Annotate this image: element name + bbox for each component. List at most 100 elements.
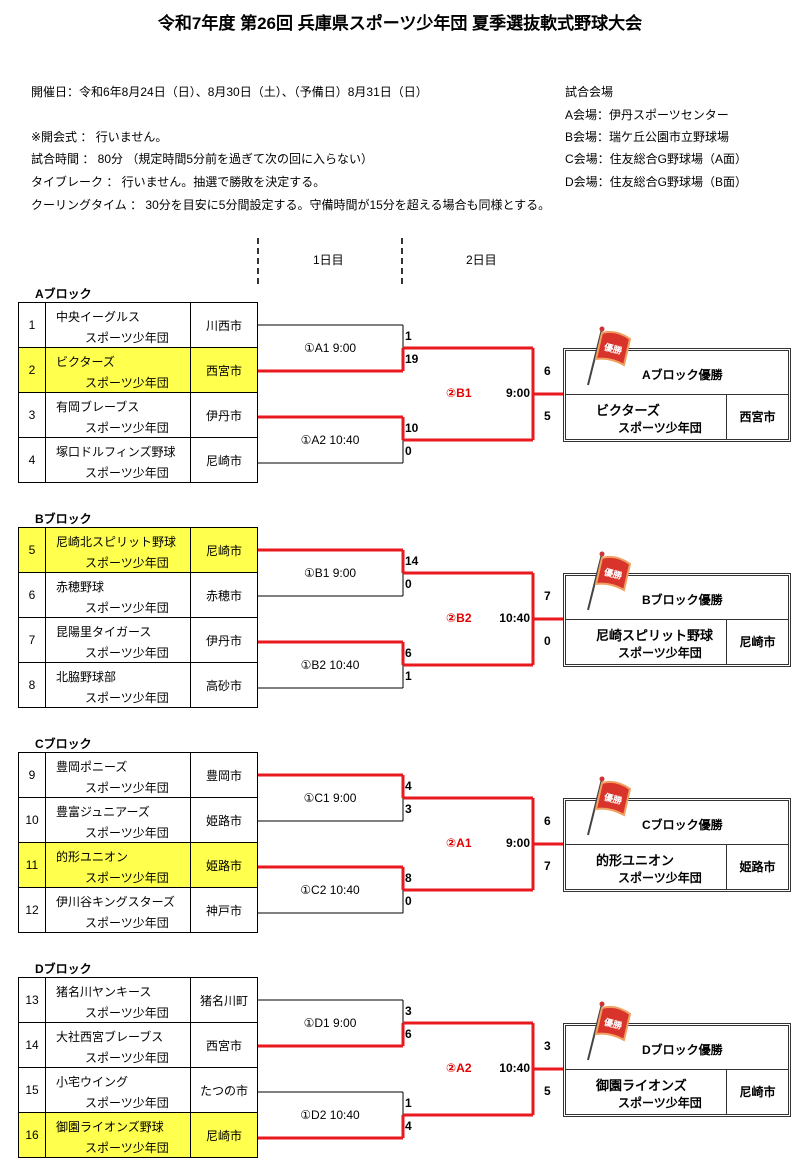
match-score: 1 bbox=[405, 329, 412, 343]
team-row: 6 赤穂野球 スポーツ少年団 赤穂市 bbox=[18, 572, 258, 618]
team-number: 11 bbox=[18, 842, 46, 888]
team-city: 猪名川町 bbox=[190, 977, 258, 1023]
team-suffix: スポーツ少年団 bbox=[85, 466, 169, 480]
champion-name: ビクターズ bbox=[596, 403, 660, 418]
champion-name-cell: 尼崎スピリット野球 スポーツ少年団 bbox=[566, 620, 727, 664]
team-name-cell: 尼崎北スピリット野球 スポーツ少年団 bbox=[45, 527, 191, 573]
team-number: 15 bbox=[18, 1067, 46, 1113]
champion-name: 的形ユニオン bbox=[596, 853, 675, 868]
team-suffix: スポーツ少年団 bbox=[85, 556, 169, 570]
victory-flag-icon: 優勝 bbox=[587, 551, 632, 611]
team-city: 神戸市 bbox=[190, 887, 258, 933]
team-name-cell: 大社西宮ブレーブス スポーツ少年団 bbox=[45, 1022, 191, 1068]
game-time-note: 試合時間 ： 80分 （規定時間5分前を過ぎて次の回に入らない） bbox=[31, 152, 374, 166]
match-label: ①B1 9:00 bbox=[303, 566, 357, 580]
champion-city: 西宮市 bbox=[739, 410, 776, 424]
team-city: 赤穂市 bbox=[190, 572, 258, 618]
team-name: 中央イーグルス bbox=[56, 310, 141, 324]
champion-suffix: スポーツ少年団 bbox=[618, 421, 702, 435]
team-row: 4 塚口ドルフィンズ野球 スポーツ少年団 尼崎市 bbox=[18, 437, 258, 483]
team-name: 有岡ブレーブス bbox=[56, 400, 140, 414]
semi-score: 7 bbox=[544, 589, 551, 603]
victory-flag-icon: 優勝 bbox=[587, 1001, 632, 1061]
match-label: ①D1 9:00 bbox=[303, 1016, 357, 1030]
semi-time: 10:40 bbox=[499, 611, 530, 625]
team-name: 御園ライオンズ野球 bbox=[56, 1120, 164, 1134]
venues-heading: 試合会場 bbox=[565, 85, 614, 99]
semi-code: ②B1 bbox=[446, 386, 472, 400]
champion-name-cell: 御園ライオンズ スポーツ少年団 bbox=[566, 1070, 727, 1114]
champion-city: 尼崎市 bbox=[739, 1085, 776, 1099]
semi-time: 10:40 bbox=[499, 1061, 530, 1075]
match-label: ①D2 10:40 bbox=[300, 1108, 360, 1122]
team-suffix: スポーツ少年団 bbox=[85, 916, 169, 930]
venue-c: C会場：住友総合G野球場（A面） bbox=[565, 152, 748, 166]
semi-score: 6 bbox=[544, 814, 551, 828]
team-name-cell: 猪名川ヤンキース スポーツ少年団 bbox=[45, 977, 191, 1023]
team-name: 北脇野球部 bbox=[56, 670, 117, 684]
semi-score: 5 bbox=[544, 1084, 551, 1098]
bracket-block: Cブロック 9 豊岡ポニーズ スポーツ少年団 豊岡市 10 豊富ジュニアーズ ス… bbox=[0, 735, 800, 950]
champion-suffix: スポーツ少年団 bbox=[618, 646, 702, 660]
team-suffix: スポーツ少年団 bbox=[85, 871, 169, 885]
team-suffix: スポーツ少年団 bbox=[85, 781, 169, 795]
team-suffix: スポーツ少年団 bbox=[85, 1051, 169, 1065]
team-row: 8 北脇野球部 スポーツ少年団 高砂市 bbox=[18, 662, 258, 708]
team-row: 13 猪名川ヤンキース スポーツ少年団 猪名川町 bbox=[18, 977, 258, 1023]
semi-code: ②A1 bbox=[446, 836, 472, 850]
bracket-block: Aブロック 1 中央イーグルス スポーツ少年団 川西市 2 ビクターズ スポーツ… bbox=[0, 285, 800, 500]
semi-time: 9:00 bbox=[505, 836, 530, 850]
team-number: 8 bbox=[18, 662, 46, 708]
match-score: 6 bbox=[405, 646, 412, 660]
team-suffix: スポーツ少年団 bbox=[85, 1006, 169, 1020]
teams-table: 9 豊岡ポニーズ スポーツ少年団 豊岡市 10 豊富ジュニアーズ スポーツ少年団… bbox=[18, 752, 258, 933]
team-suffix: スポーツ少年団 bbox=[85, 826, 169, 840]
match-score: 10 bbox=[405, 421, 419, 435]
champion-header: 優勝 Dブロック優勝 bbox=[566, 1001, 788, 1070]
team-row: 3 有岡ブレーブス スポーツ少年団 伊丹市 bbox=[18, 392, 258, 438]
team-row: 5 尼崎北スピリット野球 スポーツ少年団 尼崎市 bbox=[18, 527, 258, 573]
champion-city: 姫路市 bbox=[739, 860, 776, 874]
day-divider bbox=[401, 238, 403, 284]
team-name-cell: 塚口ドルフィンズ野球 スポーツ少年団 bbox=[45, 437, 191, 483]
match-score: 6 bbox=[405, 1027, 412, 1041]
team-name: ビクターズ bbox=[56, 355, 115, 369]
semi-code: ②B2 bbox=[446, 611, 472, 625]
bracket-block: Dブロック 13 猪名川ヤンキース スポーツ少年団 猪名川町 14 大社西宮ブレ… bbox=[0, 960, 800, 1175]
block-label: Aブロック bbox=[35, 287, 92, 301]
venue-d: D会場：住友総合G野球場（B面） bbox=[565, 175, 748, 189]
semi-score: 3 bbox=[544, 1039, 551, 1053]
match-score: 0 bbox=[405, 444, 412, 458]
semi-code: ②A2 bbox=[446, 1061, 472, 1075]
page-title: 令和7年度 第26回 兵庫県スポーツ少年団 夏季選抜軟式野球大会 bbox=[157, 14, 643, 33]
team-row: 12 伊川谷キングスターズ スポーツ少年団 神戸市 bbox=[18, 887, 258, 933]
match-score: 3 bbox=[405, 802, 412, 816]
champion-title: Dブロック優勝 bbox=[642, 1043, 723, 1057]
team-row: 10 豊富ジュニアーズ スポーツ少年団 姫路市 bbox=[18, 797, 258, 843]
day-divider bbox=[257, 238, 259, 284]
team-number: 13 bbox=[18, 977, 46, 1023]
team-row: 9 豊岡ポニーズ スポーツ少年団 豊岡市 bbox=[18, 752, 258, 798]
team-name: 豊富ジュニアーズ bbox=[56, 805, 150, 819]
match-score: 19 bbox=[405, 352, 419, 366]
team-city: 西宮市 bbox=[190, 347, 258, 393]
block-label: Cブロック bbox=[35, 737, 92, 751]
match-label: ①A2 10:40 bbox=[300, 433, 360, 447]
team-number: 5 bbox=[18, 527, 46, 573]
champion-city: 尼崎市 bbox=[739, 635, 776, 649]
team-name: 伊川谷キングスターズ bbox=[56, 895, 176, 909]
team-row: 1 中央イーグルス スポーツ少年団 川西市 bbox=[18, 302, 258, 348]
team-suffix: スポーツ少年団 bbox=[85, 601, 169, 615]
team-city: 尼崎市 bbox=[190, 1112, 258, 1158]
champion-name-cell: 的形ユニオン スポーツ少年団 bbox=[566, 845, 727, 889]
team-name-cell: 的形ユニオン スポーツ少年団 bbox=[45, 842, 191, 888]
champion-name-cell: ビクターズ スポーツ少年団 bbox=[566, 395, 727, 439]
champion-suffix: スポーツ少年団 bbox=[618, 871, 702, 885]
match-score: 4 bbox=[405, 779, 412, 793]
champion-header: 優勝 Bブロック優勝 bbox=[566, 551, 788, 620]
team-city: 尼崎市 bbox=[190, 437, 258, 483]
team-city: 姫路市 bbox=[190, 842, 258, 888]
teams-table: 5 尼崎北スピリット野球 スポーツ少年団 尼崎市 6 赤穂野球 スポーツ少年団 … bbox=[18, 527, 258, 708]
team-name: 猪名川ヤンキース bbox=[56, 985, 152, 999]
team-name: 大社西宮ブレーブス bbox=[56, 1030, 164, 1044]
